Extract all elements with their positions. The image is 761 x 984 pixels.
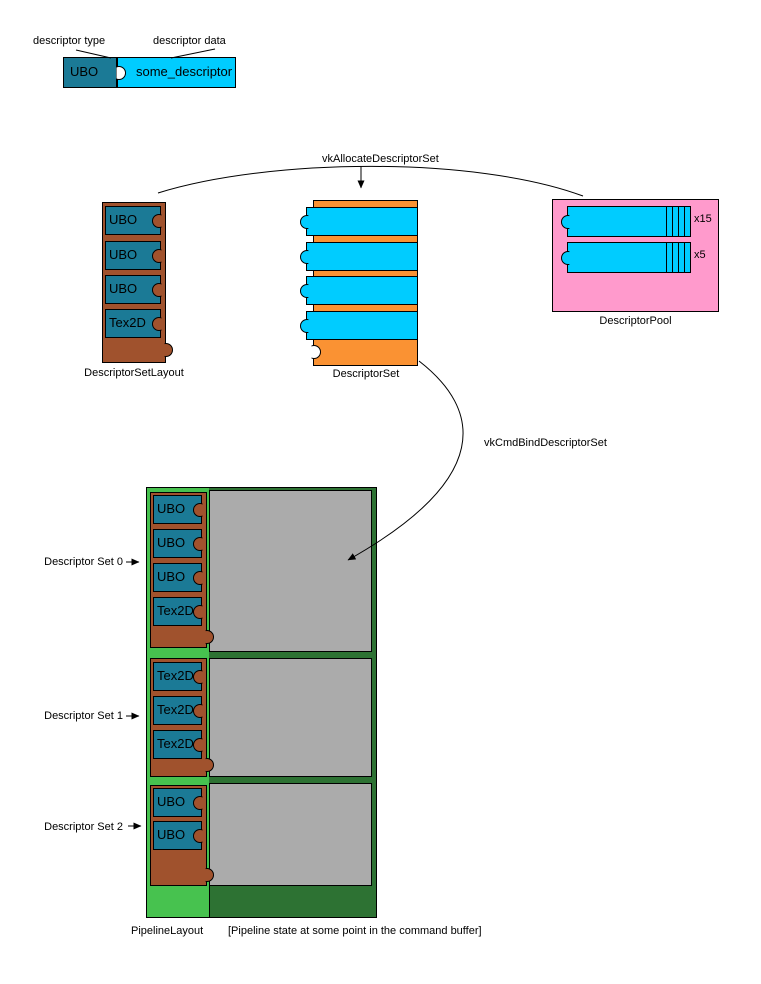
descriptor-slot [300, 207, 418, 236]
puzzle-tab-icon [300, 283, 309, 298]
layout-binding: Tex2D [105, 309, 162, 338]
puzzle-socket-icon [311, 345, 321, 359]
puzzle-socket-icon [193, 828, 203, 843]
puzzle-tab-icon [205, 868, 214, 882]
puzzle-socket-icon [193, 737, 203, 752]
layout-binding: Tex2D [153, 696, 203, 725]
stacked-cards-icon [666, 207, 686, 236]
puzzle-socket-icon [152, 248, 162, 263]
allocate-arc-line [157, 165, 584, 197]
puzzle-tab-icon [561, 214, 570, 229]
layout-binding: UBO [153, 821, 203, 850]
layout-binding: Tex2D [153, 597, 203, 626]
legend-data-text: some_descriptor [136, 64, 233, 79]
pipeline-set-0-label: Descriptor Set 0 [44, 556, 123, 568]
bound-set-area-0 [209, 490, 372, 652]
layout-binding: UBO [153, 563, 203, 592]
binding-label: UBO [157, 535, 186, 550]
binding-label: UBO [109, 247, 138, 262]
stacked-cards-icon [666, 243, 686, 272]
layout-binding: UBO [105, 275, 162, 304]
descriptor-set [300, 200, 418, 366]
puzzle-socket-icon [152, 316, 162, 331]
descriptor-slot [300, 242, 418, 271]
puzzle-socket-icon [116, 65, 126, 80]
binding-label: Tex2D [157, 736, 194, 751]
puzzle-socket-icon [193, 703, 203, 718]
puzzle-socket-icon [193, 536, 203, 551]
binding-label: Tex2D [157, 603, 194, 618]
pool-count-label: x15 [694, 213, 712, 225]
pipeline-state-caption: [Pipeline state at some point in the com… [228, 925, 482, 937]
puzzle-socket-icon [152, 213, 162, 228]
binding-label: UBO [109, 281, 138, 296]
puzzle-socket-icon [193, 502, 203, 517]
pipeline-state: UBO UBO UBO Tex2D Tex2D Tex2D Tex [146, 487, 377, 918]
pipeline-set-2-label: Descriptor Set 2 [44, 821, 123, 833]
legend-data-label: descriptor data [153, 35, 226, 47]
layout-binding: UBO [105, 241, 162, 270]
pipeline-set-0-stack: UBO UBO UBO Tex2D [150, 492, 214, 648]
legend-type-label: descriptor type [33, 35, 106, 47]
puzzle-tab-icon [300, 318, 309, 333]
allocate-arrow-label: vkAllocateDescriptorSet [322, 153, 439, 165]
descriptor-set-layout: UBO UBO UBO Tex2D [102, 202, 173, 363]
bind-arrow-label: vkCmdBindDescriptorSet [484, 437, 607, 449]
puzzle-socket-icon [193, 604, 203, 619]
legend-type-block: UBO [63, 57, 117, 88]
puzzle-tab-icon [300, 214, 309, 229]
descriptor-slot [300, 311, 418, 340]
binding-label: Tex2D [109, 315, 146, 330]
layout-binding: Tex2D [153, 662, 203, 691]
puzzle-tab-icon [300, 249, 309, 264]
puzzle-socket-icon [193, 795, 203, 810]
puzzle-tab-icon [561, 250, 570, 265]
puzzle-tab-icon [205, 758, 214, 772]
binding-label: UBO [157, 794, 186, 809]
layout-binding: UBO [105, 206, 162, 235]
descriptor-set-layout-title: DescriptorSetLayout [84, 367, 184, 379]
bound-set-area-1 [209, 658, 372, 777]
binding-label: Tex2D [157, 668, 194, 683]
binding-label: UBO [157, 827, 186, 842]
bound-set-area-2 [209, 783, 372, 886]
puzzle-tab-icon [205, 630, 214, 644]
descriptor-set-title: DescriptorSet [332, 368, 400, 380]
pool-allocation-bar [561, 206, 691, 237]
descriptor-pool-title: DescriptorPool [599, 315, 672, 327]
layout-binding: UBO [153, 495, 203, 524]
binding-label: Tex2D [157, 702, 194, 717]
layout-binding: UBO [153, 788, 203, 817]
pool-allocation-bar [561, 242, 691, 273]
divider [209, 886, 210, 917]
descriptor-pool: x15 x5 [552, 199, 719, 312]
descriptor-slot [300, 276, 418, 305]
pipeline-set-2-stack: UBO UBO [150, 785, 214, 886]
layout-binding: UBO [153, 529, 203, 558]
puzzle-socket-icon [152, 282, 162, 297]
pool-count-label: x5 [694, 249, 706, 261]
puzzle-socket-icon [193, 669, 203, 684]
binding-label: UBO [157, 501, 186, 516]
puzzle-tab-icon [164, 343, 173, 357]
binding-label: UBO [109, 212, 138, 227]
binding-label: UBO [157, 569, 186, 584]
puzzle-socket-icon [193, 570, 203, 585]
pipeline-layout-title: PipelineLayout [131, 925, 204, 937]
layout-binding: Tex2D [153, 730, 203, 759]
pipeline-set-1-label: Descriptor Set 1 [44, 710, 123, 722]
pipeline-set-1-stack: Tex2D Tex2D Tex2D [150, 658, 214, 777]
legend-data-block: some_descriptor [116, 57, 236, 88]
